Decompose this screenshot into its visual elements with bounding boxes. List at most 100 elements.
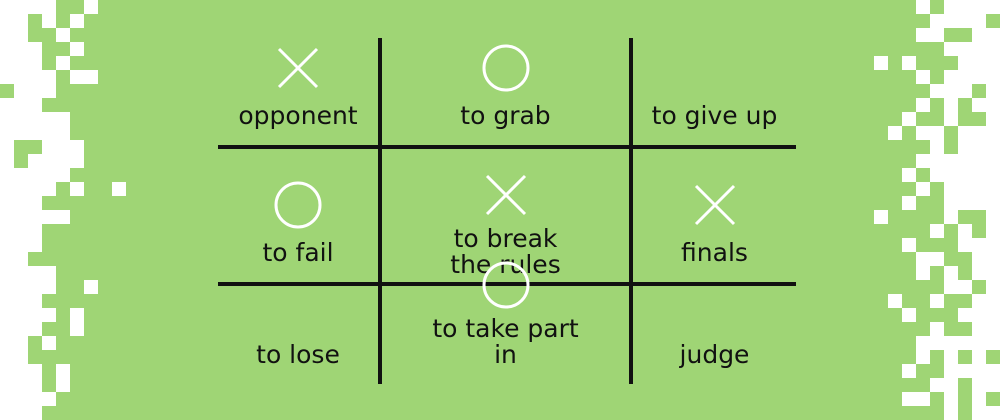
cell-6: finals: [633, 149, 796, 282]
pixel-square: [0, 336, 14, 350]
pixel-square: [902, 392, 916, 406]
pixel-square: [28, 392, 42, 406]
pixel-square: [14, 392, 28, 406]
pixel-square: [916, 336, 930, 350]
pixel-square: [28, 0, 42, 14]
pixel-square: [972, 182, 986, 196]
pixel-square: [56, 140, 70, 154]
pixel-square: [958, 42, 972, 56]
pixel-square: [944, 70, 958, 84]
pixel-square: [42, 280, 56, 294]
pixel-square: [0, 392, 14, 406]
pixel-square: [958, 126, 972, 140]
pixel-square: [986, 266, 1000, 280]
pixel-square: [986, 224, 1000, 238]
pixel-square: [0, 56, 14, 70]
pixel-square: [56, 56, 70, 70]
pixel-square: [916, 154, 930, 168]
pixel-square: [972, 56, 986, 70]
pixel-square: [930, 126, 944, 140]
pixel-square: [84, 70, 98, 84]
pixel-square: [944, 336, 958, 350]
pixel-square: [0, 98, 14, 112]
cell-6-label: finals: [681, 238, 748, 267]
grid-line-vertical-2: [629, 38, 633, 384]
pixel-square: [28, 126, 42, 140]
pixel-square: [972, 168, 986, 182]
pixel-square: [14, 112, 28, 126]
pixel-square: [958, 196, 972, 210]
pixel-square: [28, 266, 42, 280]
cell-9-label: judge: [679, 340, 750, 369]
cell-6-cross-icon: [690, 180, 740, 230]
pixel-square: [944, 392, 958, 406]
pixel-square: [56, 112, 70, 126]
grid-line-vertical-1: [378, 38, 382, 384]
pixel-square: [916, 0, 930, 14]
pixel-square: [56, 378, 70, 392]
pixel-square: [28, 238, 42, 252]
pixel-square: [958, 84, 972, 98]
pixel-square: [0, 112, 14, 126]
pixel-square: [986, 0, 1000, 14]
pixel-square: [902, 168, 916, 182]
pixel-square: [42, 182, 56, 196]
pixel-square: [916, 98, 930, 112]
pixel-square: [972, 294, 986, 308]
pixel-square: [14, 210, 28, 224]
grid-line-horizontal-1: [218, 145, 796, 149]
pixel-square: [986, 336, 1000, 350]
pixel-square: [0, 210, 14, 224]
pixel-square: [14, 294, 28, 308]
pixel-square: [28, 280, 42, 294]
pixel-square: [42, 14, 56, 28]
pixel-square: [28, 154, 42, 168]
pixel-square: [958, 224, 972, 238]
pixel-square: [0, 322, 14, 336]
pixel-square: [972, 322, 986, 336]
pixel-square: [930, 14, 944, 28]
cell-1: opponent: [218, 38, 378, 145]
pixel-square: [916, 28, 930, 42]
pixel-square: [14, 322, 28, 336]
pixel-square: [28, 196, 42, 210]
pixel-square: [28, 210, 42, 224]
pixel-square: [972, 154, 986, 168]
pixel-square: [28, 294, 42, 308]
cell-9: judge: [633, 286, 796, 384]
pixel-square: [958, 308, 972, 322]
pixel-square: [944, 168, 958, 182]
pixel-square: [0, 364, 14, 378]
pixel-square: [972, 238, 986, 252]
pixel-square: [28, 42, 42, 56]
pixel-square: [0, 182, 14, 196]
cell-4: to fail: [218, 149, 378, 282]
pixel-square: [0, 266, 14, 280]
pixel-square: [28, 364, 42, 378]
pixel-square: [28, 322, 42, 336]
pixel-square: [0, 14, 14, 28]
cell-4-circle-icon: [273, 180, 323, 230]
pixel-square: [14, 42, 28, 56]
pixel-square: [972, 28, 986, 42]
pixel-square: [14, 126, 28, 140]
pixel-square: [930, 154, 944, 168]
pixel-square: [958, 280, 972, 294]
pixel-square: [986, 364, 1000, 378]
cell-5-cross-icon: [481, 170, 531, 220]
pixel-square: [42, 168, 56, 182]
pixel-square: [70, 14, 84, 28]
pixel-square: [902, 112, 916, 126]
pixel-square: [28, 70, 42, 84]
pixel-square: [42, 154, 56, 168]
pixel-square: [56, 28, 70, 42]
cell-8: to take part in: [382, 261, 629, 384]
pixel-square: [972, 266, 986, 280]
pixel-square: [944, 14, 958, 28]
pixel-square: [916, 252, 930, 266]
pixel-square: [930, 84, 944, 98]
pixel-square: [42, 308, 56, 322]
pixel-square: [0, 378, 14, 392]
pixel-square: [902, 196, 916, 210]
